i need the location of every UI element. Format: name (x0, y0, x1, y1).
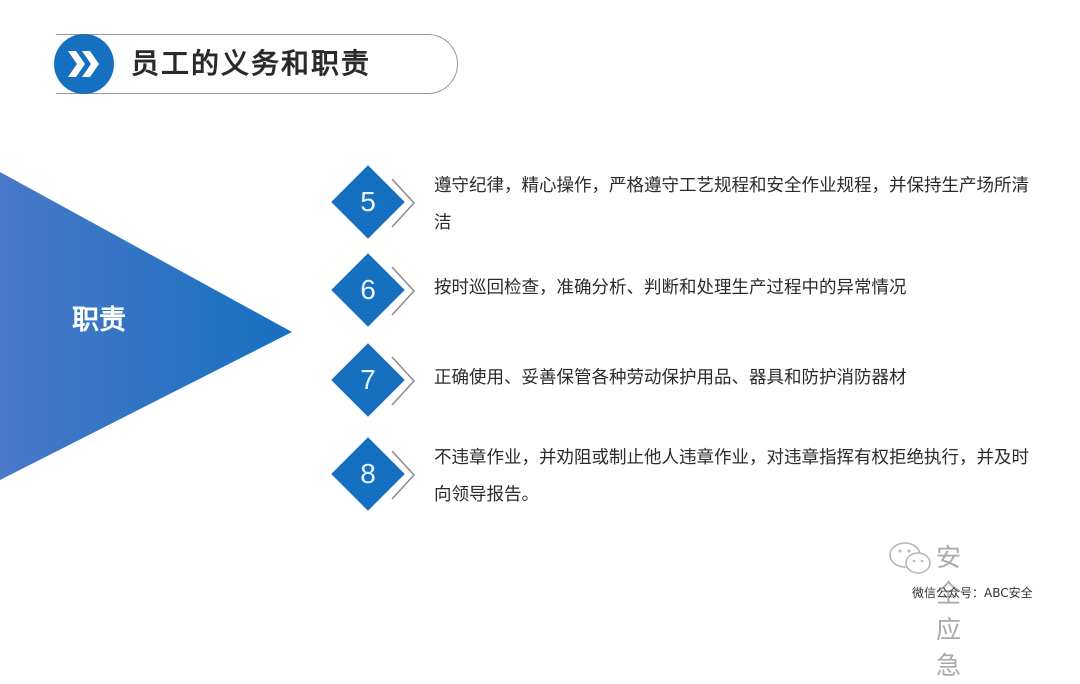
item-text: 按时巡回检查，准确分析、判断和处理生产过程中的异常情况 (434, 278, 907, 298)
item-number: 5 (360, 186, 376, 217)
item-text: 遵守纪律，精心操作，严格遵守工艺规程和安全作业规程，并保持生产场所清洁 (434, 176, 1029, 233)
double-chevron-right-icon (68, 51, 99, 77)
item-number: 7 (360, 364, 376, 395)
triangle-label: 职责 (72, 305, 126, 336)
page-title: 员工的义务和职责 (131, 47, 372, 80)
chevron-right-icon (391, 178, 416, 228)
header-icon-circle (54, 34, 114, 94)
item-text: 不违章作业，并劝阻或制止他人违章作业，对违章指挥有权拒绝执行，并及时向领导报告。 (434, 448, 1029, 505)
chevron-right-icon (391, 266, 416, 316)
watermark-brand: 安全应急 (936, 543, 963, 680)
chevron-right-icon (391, 356, 416, 406)
item-text: 正确使用、妥善保管各种劳动保护用品、器具和防护消防器材 (434, 368, 907, 388)
responsibility-triangle (0, 172, 292, 480)
chevron-right-icon (391, 450, 416, 500)
item-number: 8 (360, 458, 376, 489)
watermark-subtitle: 微信公众号：ABC安全 (912, 586, 1033, 600)
wechat-icon (889, 542, 931, 574)
header-pill (56, 34, 458, 94)
item-number: 6 (360, 274, 376, 305)
